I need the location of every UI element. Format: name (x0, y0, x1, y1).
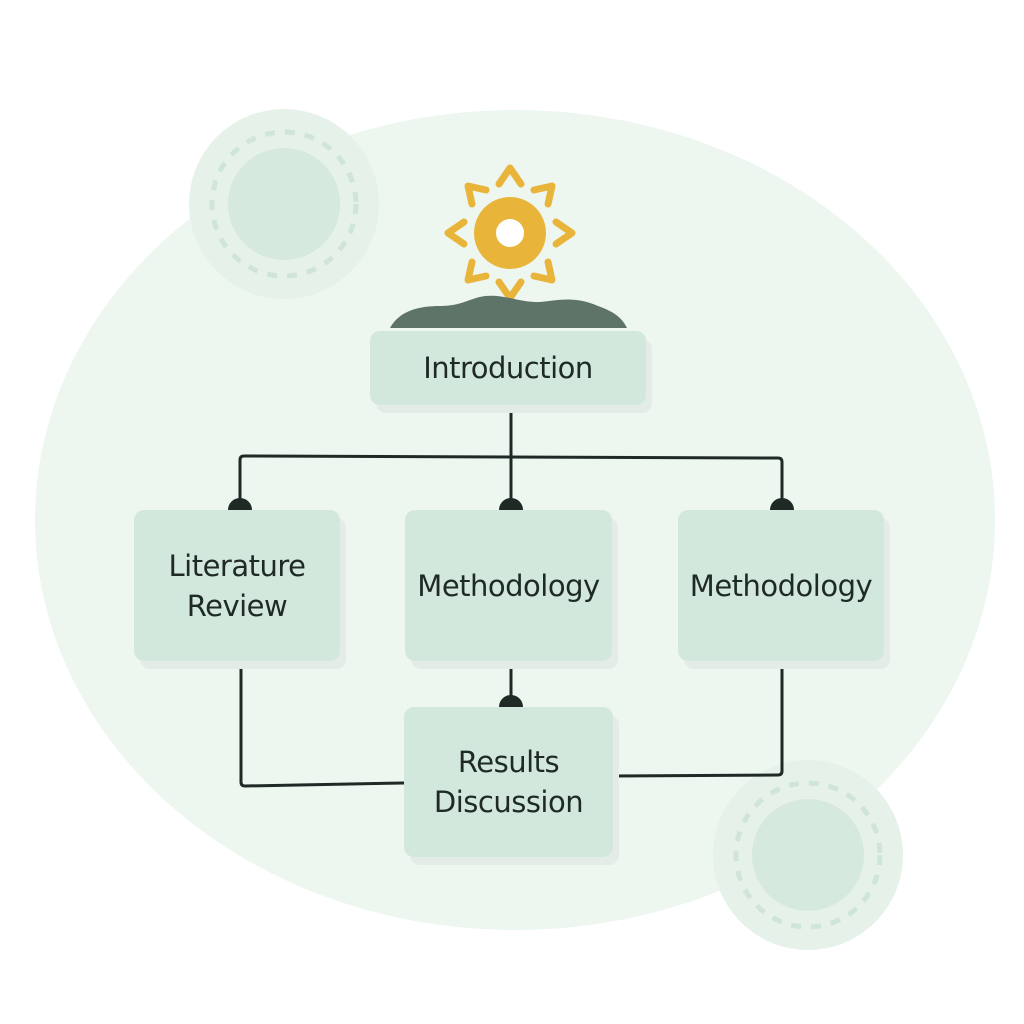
node-literature-review-line2: Review (186, 588, 288, 623)
node-literature-review: Literature Review (134, 510, 340, 661)
hill-shape (390, 295, 627, 328)
node-methodology-right-label: Methodology (689, 568, 873, 603)
knob-methodology-right (770, 498, 794, 510)
node-results-discussion-line1: Results (457, 745, 560, 779)
connector-knobs (228, 498, 794, 707)
node-literature-review-line1: Literature (168, 548, 307, 583)
node-methodology-right: Methodology (678, 510, 884, 661)
decorative-circle-bottom-right (713, 760, 903, 950)
connector-lines (238, 402, 784, 788)
connector-methodology-right-to-results (610, 662, 784, 778)
node-results-discussion-line2: Discussion (433, 785, 584, 819)
connector-branch-top (238, 454, 784, 502)
knob-literature (228, 498, 252, 510)
node-introduction: Introduction (370, 331, 646, 405)
node-results-discussion: Results Discussion (404, 707, 613, 857)
node-methodology-center-label: Methodology (417, 568, 600, 603)
knob-results (499, 695, 523, 707)
node-introduction-label: Introduction (423, 351, 593, 385)
sun-icon (444, 164, 576, 302)
knob-methodology-center (499, 498, 523, 510)
node-methodology-center: Methodology (405, 510, 612, 661)
connector-literature-to-results (239, 662, 406, 788)
decorative-circle-top-left (189, 109, 379, 299)
